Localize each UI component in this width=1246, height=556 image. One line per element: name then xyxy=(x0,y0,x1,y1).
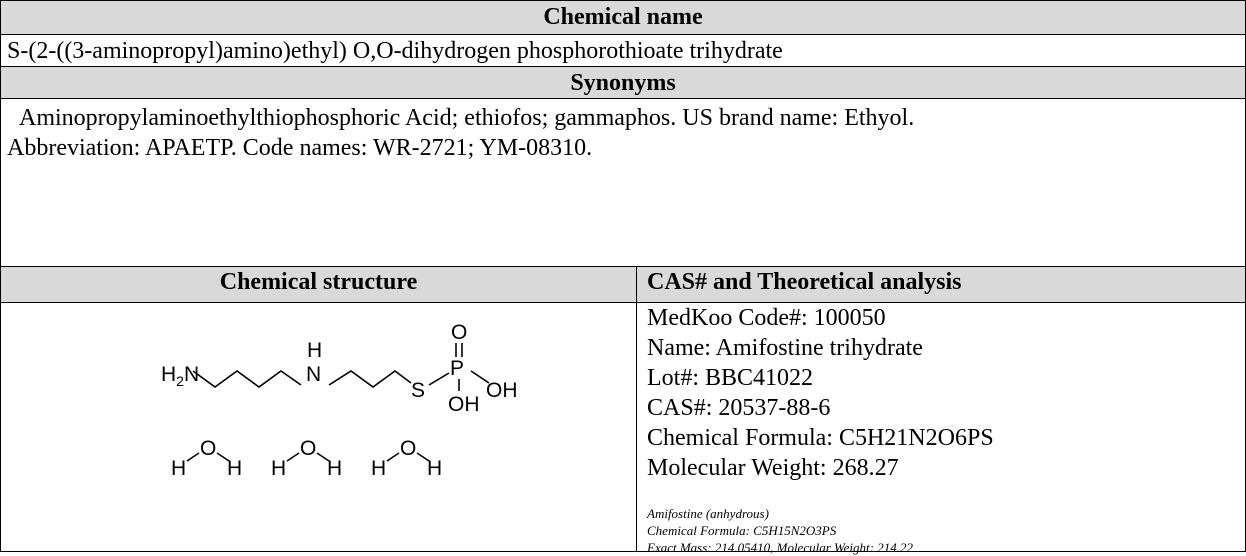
sulfur-label: S xyxy=(411,379,425,402)
anhydrous-title: Amifostine (anhydrous) xyxy=(647,506,769,521)
phosphorus-label: P xyxy=(450,357,464,380)
compound-name: Name: Amifostine trihydrate xyxy=(647,335,923,361)
amine-h-label: H xyxy=(307,339,322,362)
synonyms-line-1: Aminopropylaminoethylthiophosphoric Acid… xyxy=(19,105,915,131)
anhydrous-mass: Exact Mass: 214.05410, Molecular Weight:… xyxy=(647,540,913,555)
medkoo-code: MedKoo Code#: 100050 xyxy=(647,305,886,331)
water-3-h-left: H xyxy=(371,457,386,480)
hydroxyl-right-label: OH xyxy=(486,379,518,402)
amine-n-label: N xyxy=(306,363,321,386)
water-3-h-right: H xyxy=(427,457,442,480)
synonyms-block: Aminopropylaminoethylthiophosphoric Acid… xyxy=(1,99,1245,267)
anhydrous-formula: Chemical Formula: C5H15N2O3PS xyxy=(647,523,837,538)
synonyms-line-2: Abbreviation: APAETP. Code names: WR-272… xyxy=(7,135,593,161)
chemical-name-header: Chemical name xyxy=(1,1,1245,35)
water-3-o: O xyxy=(400,437,416,460)
water-1-h-left: H xyxy=(171,457,186,480)
structure-cell: H2N H N S P O OH OH H O H H O H H O H xyxy=(1,303,636,551)
oxygen-top-label: O xyxy=(451,321,467,344)
column-divider xyxy=(636,303,637,551)
column-header-row: Chemical structure CAS# and Theoretical … xyxy=(1,267,1245,303)
structure-column-header: Chemical structure xyxy=(1,267,637,302)
hydroxyl-bottom-label: OH xyxy=(448,393,480,416)
water-2-o: O xyxy=(300,437,316,460)
cas-number: CAS#: 20537-88-6 xyxy=(647,395,831,421)
lot-number: Lot#: BBC41022 xyxy=(647,365,814,391)
chemical-name-value: S-(2-((3-aminopropyl)amino)ethyl) O,O-di… xyxy=(1,35,1245,67)
chemical-formula: Chemical Formula: C5H21N2O6PS xyxy=(647,425,994,451)
h2n-label: H2N xyxy=(161,363,199,389)
water-1-h-right: H xyxy=(227,457,242,480)
synonyms-header: Synonyms xyxy=(1,67,1245,99)
analysis-cell: MedKoo Code#: 100050 Name: Amifostine tr… xyxy=(637,303,1243,555)
analysis-column-header: CAS# and Theoretical analysis xyxy=(637,267,1245,302)
chemical-structure-diagram: H2N H N S P O OH OH H O H H O H H O H xyxy=(161,321,518,480)
water-2-h-left: H xyxy=(271,457,286,480)
water-1-o: O xyxy=(200,437,216,460)
molecular-weight: Molecular Weight: 268.27 xyxy=(647,455,899,481)
water-2-h-right: H xyxy=(327,457,342,480)
